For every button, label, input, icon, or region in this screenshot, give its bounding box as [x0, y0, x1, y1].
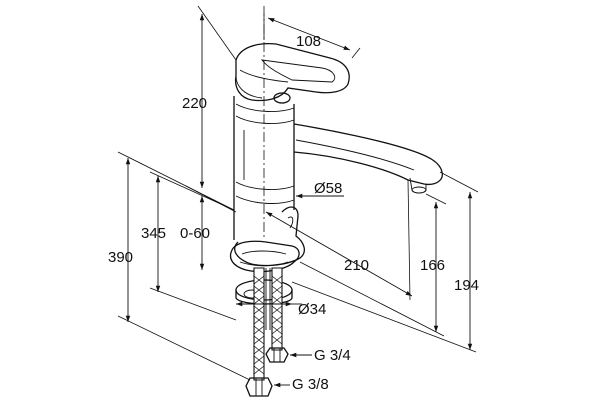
dimension-345: 345 [141, 171, 237, 321]
faucet-body [233, 96, 295, 240]
dimension-dia-58: Ø58 [296, 180, 344, 199]
label-166: 166 [420, 257, 445, 274]
label-194: 194 [454, 277, 479, 294]
fixing-clip [229, 206, 306, 273]
label-g-3-4: G 3/4 [314, 347, 351, 364]
dimension-220: 220 [182, 5, 237, 188]
label-390: 390 [108, 249, 133, 266]
label-0-60: 0-60 [180, 225, 210, 242]
faucet-lever [234, 42, 350, 104]
label-108: 108 [296, 33, 321, 50]
dimension-dia-34: Ø34 [236, 301, 326, 318]
faucet-spout [293, 123, 443, 194]
dimension-390: 390 [108, 151, 251, 381]
thread-g-3-8: G 3/8 [274, 376, 329, 393]
label-dia-58: Ø58 [314, 180, 342, 197]
dimension-108: 108 [263, 14, 361, 59]
label-220: 220 [182, 95, 207, 112]
dimension-166: 166 [299, 193, 447, 337]
thread-g-3-4: G 3/4 [290, 347, 351, 364]
label-dia-34: Ø34 [298, 301, 326, 318]
supply-hoses [245, 267, 289, 397]
label-g-3-8: G 3/8 [292, 376, 329, 393]
dimension-194: 194 [291, 171, 479, 353]
label-210: 210 [344, 257, 369, 274]
label-345: 345 [141, 225, 166, 242]
dimension-210: 210 [265, 179, 413, 301]
